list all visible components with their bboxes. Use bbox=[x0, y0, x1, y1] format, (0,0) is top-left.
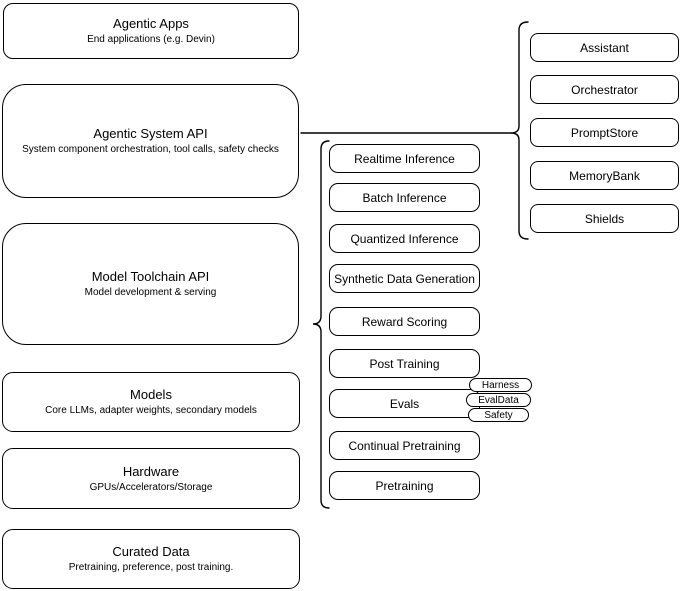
toolchain-brace bbox=[312, 140, 330, 509]
box-subtitle: GPUs/Accelerators/Storage bbox=[89, 481, 213, 493]
component-box-orchestrator: Orchestrator bbox=[530, 75, 679, 104]
box-title: Agentic System API bbox=[93, 126, 208, 141]
toolchain-box-reward-scoring: Reward Scoring bbox=[329, 307, 480, 336]
toolchain-box-post-training: Post Training bbox=[329, 349, 480, 378]
box-subtitle: System component orchestration, tool cal… bbox=[22, 144, 279, 155]
toolchain-box-continual-pretraining: Continual Pretraining bbox=[329, 431, 480, 460]
box-model-toolchain-api: Model Toolchain API Model development & … bbox=[2, 223, 299, 345]
box-curated-data: Curated Data Pretraining, preference, po… bbox=[2, 529, 300, 589]
system-components-brace bbox=[510, 21, 529, 240]
box-models: Models Core LLMs, adapter weights, secon… bbox=[2, 372, 300, 432]
component-box-memorybank: MemoryBank bbox=[530, 161, 679, 190]
box-title: Hardware bbox=[122, 463, 180, 479]
box-agentic-apps: Agentic Apps End applications (e.g. Devi… bbox=[3, 3, 299, 59]
tag-harness: Harness bbox=[469, 378, 532, 392]
component-box-assistant: Assistant bbox=[530, 33, 679, 62]
toolchain-box-synthetic-data-generation: Synthetic Data Generation bbox=[329, 264, 480, 293]
component-box-shields: Shields bbox=[530, 204, 679, 233]
tag-evaldata: EvalData bbox=[466, 393, 531, 407]
box-subtitle: Core LLMs, adapter weights, secondary mo… bbox=[45, 405, 257, 416]
tag-safety: Safety bbox=[468, 408, 529, 422]
box-subtitle: Model development & serving bbox=[84, 287, 217, 298]
component-box-promptstore: PromptStore bbox=[530, 118, 679, 147]
box-hardware: Hardware GPUs/Accelerators/Storage bbox=[2, 448, 300, 509]
box-subtitle: End applications (e.g. Devin) bbox=[87, 34, 215, 45]
toolchain-box-realtime-inference: Realtime Inference bbox=[329, 144, 480, 173]
toolchain-box-quantized-inference: Quantized Inference bbox=[329, 224, 480, 253]
toolchain-box-pretraining: Pretraining bbox=[329, 471, 480, 500]
box-subtitle: Pretraining, preference, post training. bbox=[68, 562, 234, 573]
box-title: Model Toolchain API bbox=[91, 269, 210, 284]
box-title: Agentic Apps bbox=[113, 16, 189, 31]
box-agentic-system-api: Agentic System API System component orch… bbox=[2, 84, 299, 198]
box-title: Curated Data bbox=[112, 544, 190, 559]
box-title: Models bbox=[130, 387, 172, 402]
toolchain-box-batch-inference: Batch Inference bbox=[329, 183, 480, 212]
toolchain-box-evals: Evals bbox=[329, 389, 480, 418]
